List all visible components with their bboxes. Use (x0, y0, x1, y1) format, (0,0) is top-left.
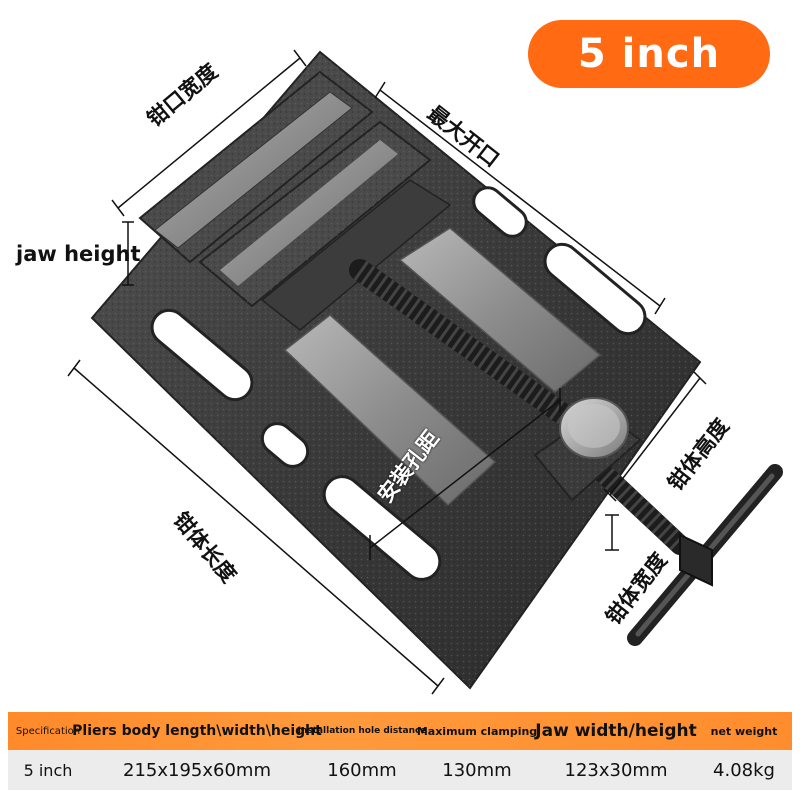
header-body-dimensions: Pliers body length\width\height (72, 723, 322, 739)
dim-jaw-width-line (117, 57, 301, 209)
spec-table: Specification Pliers body length\width\h… (8, 712, 792, 790)
cell-hole-distance: 160mm (327, 759, 397, 781)
cell-specification: 5 inch (23, 760, 73, 780)
header-net-weight: net weight (710, 724, 778, 738)
header-hole-distance: Installation hole distance (297, 726, 427, 736)
header-max-clamping: Maximum clamping (416, 724, 538, 738)
guide-rail-left (283, 314, 497, 507)
movable-jaw (198, 120, 452, 331)
fixed-jaw (138, 70, 374, 264)
spec-table-row: 5 inch 215x195x60mm 160mm 130mm 123x30mm… (8, 750, 792, 790)
screw-cap (559, 397, 629, 459)
cell-body-dimensions: 215x195x60mm (123, 759, 271, 781)
label-jaw-height: jaw height (16, 242, 141, 266)
t-handle (627, 464, 783, 646)
size-badge: 5 inch (528, 20, 770, 88)
header-jaw-size: Jaw width/height (535, 721, 697, 741)
dim-body-length-line (73, 367, 439, 687)
guide-rail-right (398, 227, 602, 393)
dimension-lines (67, 49, 707, 695)
header-specification: Specification (15, 725, 81, 737)
cell-jaw-size: 123x30mm (564, 759, 668, 781)
cell-max-clamping: 130mm (442, 759, 512, 781)
dim-body-height-line (609, 377, 701, 496)
size-badge-label: 5 inch (577, 31, 721, 77)
lead-screw (349, 259, 690, 555)
dim-max-opening-line (379, 89, 661, 307)
spec-table-header: Specification Pliers body length\width\h… (8, 712, 792, 750)
dim-hole-distance-line (369, 399, 561, 549)
cell-net-weight: 4.08kg (713, 759, 775, 781)
